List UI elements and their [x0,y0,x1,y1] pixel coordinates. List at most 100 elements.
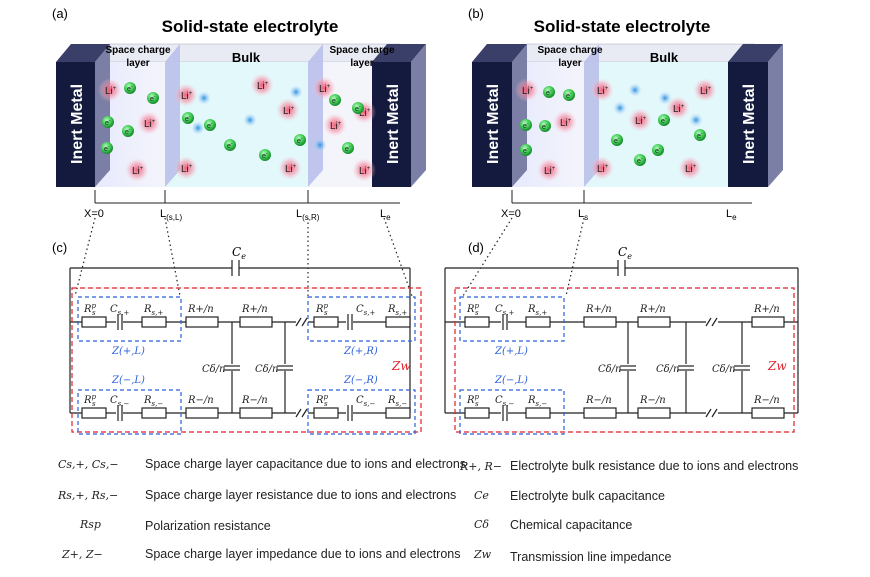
li-glow [174,156,198,180]
blue-ion [689,113,703,127]
panel-b: (b) Solid-state electrolyte Inert Metal … [468,6,783,222]
label-sub: s,− [364,400,376,408]
electron-ball [124,82,136,94]
electron-label: e- [207,121,213,130]
component-label: Cs,− [495,395,514,408]
resistor [313,316,339,328]
electron-ball [329,94,341,106]
li-label: Li+ [285,164,297,175]
electron-label: e- [523,146,529,155]
blue-ion [243,113,257,127]
label-sub: s,− [396,400,408,408]
electron: e- [652,144,664,156]
component-label: Cs,− [356,395,375,408]
vcap-gap [620,364,636,371]
right-metal-b-front [728,62,768,187]
electron-sup: - [211,121,213,127]
li-ion: Li+ [352,158,376,182]
electron-ball [652,144,664,156]
li-ion: Li+ [693,78,717,102]
electron-label: e- [105,118,111,127]
break-slash [301,408,308,418]
component-label: Rs,+ [143,304,163,317]
legend-right-0-text: Electrolyte bulk resistance due to ions … [510,459,799,473]
li-glow [352,158,376,182]
li-ion: Li+ [537,158,561,182]
scl-right-label-2: layer [350,58,373,69]
label-sub: s,+ [503,309,515,317]
resistor [525,407,551,419]
electron-sup: - [266,151,268,157]
electron: e- [352,102,364,114]
break-gap [706,410,718,416]
li-glow [693,78,717,102]
li-label: Li+ [597,164,609,175]
electron-ball [294,134,306,146]
capacitor-gap [116,314,123,330]
li-ion: Li+ [174,83,198,107]
label-sup: p [92,302,97,310]
resistor [464,316,490,328]
electron-ball [122,125,134,137]
electron-ball [520,119,532,131]
rn-label: R+/n [753,304,780,315]
li-sup: + [327,84,331,90]
li-label: Li+ [597,86,609,97]
left-metal-b-top [472,44,527,62]
z-minus-R-box-c [307,389,416,435]
capacitor-gap [501,314,508,330]
panel-c-circuit [69,260,411,414]
li-sup: + [568,118,572,124]
blue-ion [628,83,642,97]
break-gap [296,319,308,325]
break-slash [295,317,302,327]
label-sub: s,+ [118,309,130,317]
electron: e- [342,142,354,154]
particles-a: Li+Li+Li+Li+Li+Li+Li+Li+Li+Li+Li+Li+e-e-… [98,73,376,182]
legend-right-3-text: Transmission line impedance [510,550,672,564]
label-sub: s,− [503,400,515,408]
electron: e- [102,116,114,128]
li-glow [312,76,336,100]
component-label: Cs,+ [495,304,514,317]
scl-boundary-right [308,44,323,187]
li-glow [590,78,614,102]
capacitor-gap [346,405,353,421]
rn-label: R+/n [639,304,666,315]
rn-label: R+/n [585,304,612,315]
electron: e- [329,94,341,106]
z-minus-R-label-c: Z(−,R) [343,375,378,386]
electron-ball [259,149,271,161]
legend-left-1-text: Space charge layer resistance due to ion… [145,488,457,502]
electron-sup: - [546,122,548,128]
z-minus-L-label-d: Z(−,L) [494,375,528,386]
right-metal-top [372,44,426,62]
legend-right-2-text: Chemical capacitance [510,518,633,532]
electron: e- [182,112,194,124]
electron-label: e- [542,122,548,131]
scl-b-label-1: Space charge [537,45,602,56]
legend-right-1-text: Electrolyte bulk capacitance [510,489,665,503]
resistor [81,407,107,419]
electron: e- [611,134,623,146]
electron: e- [658,114,670,126]
label-sub: s,+ [396,309,408,317]
li-label: Li+ [105,86,117,97]
li-ion: Li+ [276,98,300,122]
rn-label: R−/n [187,395,214,406]
component-label: Rs,+ [527,304,547,317]
axis-b-L3: Le [726,208,737,222]
component-label: Cs,+ [356,304,375,317]
li-label: Li+ [283,106,295,117]
z-plus-R-box-c [307,296,416,342]
legend-left-3-text: Space charge layer impedance due to ions… [145,547,461,561]
li-glow [553,110,577,134]
label-sub: s [475,309,479,317]
electron-label: e- [566,91,572,100]
rn-label: R−/n [639,395,666,406]
axis-b-x0: X=0 [501,208,521,220]
li-ion: Li+ [312,76,336,100]
